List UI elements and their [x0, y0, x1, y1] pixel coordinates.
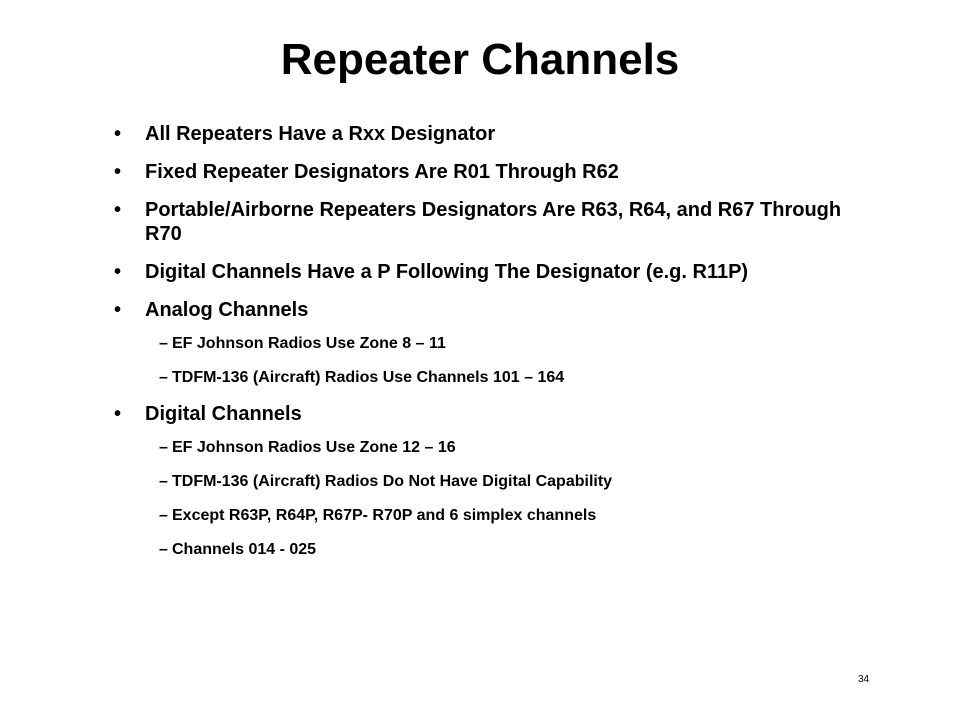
bullet-icon: • [114, 403, 122, 425]
sub-bullet-item: – Except R63P, R64P, R67P- R70P and 6 si… [112, 506, 852, 526]
sub-bullet-item: – TDFM-136 (Aircraft) Radios Do Not Have… [112, 472, 852, 492]
sub-bullet-text: Channels 014 - 025 [172, 541, 317, 558]
bullet-text: Digital Channels [145, 403, 302, 425]
bullet-text: Portable/Airborne Repeaters Designators … [145, 199, 842, 245]
bullet-text: All Repeaters Have a Rxx Designator [145, 123, 496, 145]
bullet-item: • All Repeaters Have a Rxx Designator [112, 122, 852, 146]
bullet-icon: • [114, 261, 122, 283]
dash-icon: – [159, 507, 168, 524]
page-number: 34 [858, 674, 870, 685]
dash-icon: – [159, 369, 168, 386]
sub-bullet-item: – Channels 014 - 025 [112, 540, 852, 560]
dash-icon: – [159, 473, 168, 490]
sub-bullet-text: TDFM-136 (Aircraft) Radios Use Channels … [172, 369, 565, 386]
slide-title: Repeater Channels [280, 35, 680, 84]
sub-bullet-item: – EF Johnson Radios Use Zone 12 – 16 [112, 438, 852, 458]
bullet-item: • Fixed Repeater Designators Are R01 Thr… [112, 160, 852, 184]
sub-bullet-text: Except R63P, R64P, R67P- R70P and 6 simp… [172, 507, 597, 524]
sub-bullet-text: EF Johnson Radios Use Zone 12 – 16 [172, 439, 456, 456]
bullet-icon: • [114, 299, 122, 321]
bullet-item: • Digital Channels Have a P Following Th… [112, 260, 852, 284]
dash-icon: – [159, 541, 168, 558]
bullet-text: Analog Channels [145, 299, 309, 321]
sub-bullet-item: – EF Johnson Radios Use Zone 8 – 11 [112, 334, 852, 354]
bullet-text: Fixed Repeater Designators Are R01 Throu… [145, 161, 619, 183]
bullet-item-digital-channels: • Digital Channels [112, 402, 852, 426]
bullet-text: Digital Channels Have a P Following The … [145, 261, 749, 283]
bullet-icon: • [114, 161, 122, 183]
sub-bullet-text: EF Johnson Radios Use Zone 8 – 11 [172, 335, 446, 352]
sub-bullet-item: – TDFM-136 (Aircraft) Radios Use Channel… [112, 368, 852, 388]
dash-icon: – [159, 335, 168, 352]
bullet-list: • All Repeaters Have a Rxx Designator • … [112, 122, 852, 574]
bullet-icon: • [114, 123, 122, 145]
bullet-icon: • [114, 199, 122, 221]
bullet-item-analog-channels: • Analog Channels [112, 298, 852, 322]
bullet-item: • Portable/Airborne Repeaters Designator… [112, 198, 852, 246]
dash-icon: – [159, 439, 168, 456]
sub-bullet-text: TDFM-136 (Aircraft) Radios Do Not Have D… [172, 473, 613, 490]
